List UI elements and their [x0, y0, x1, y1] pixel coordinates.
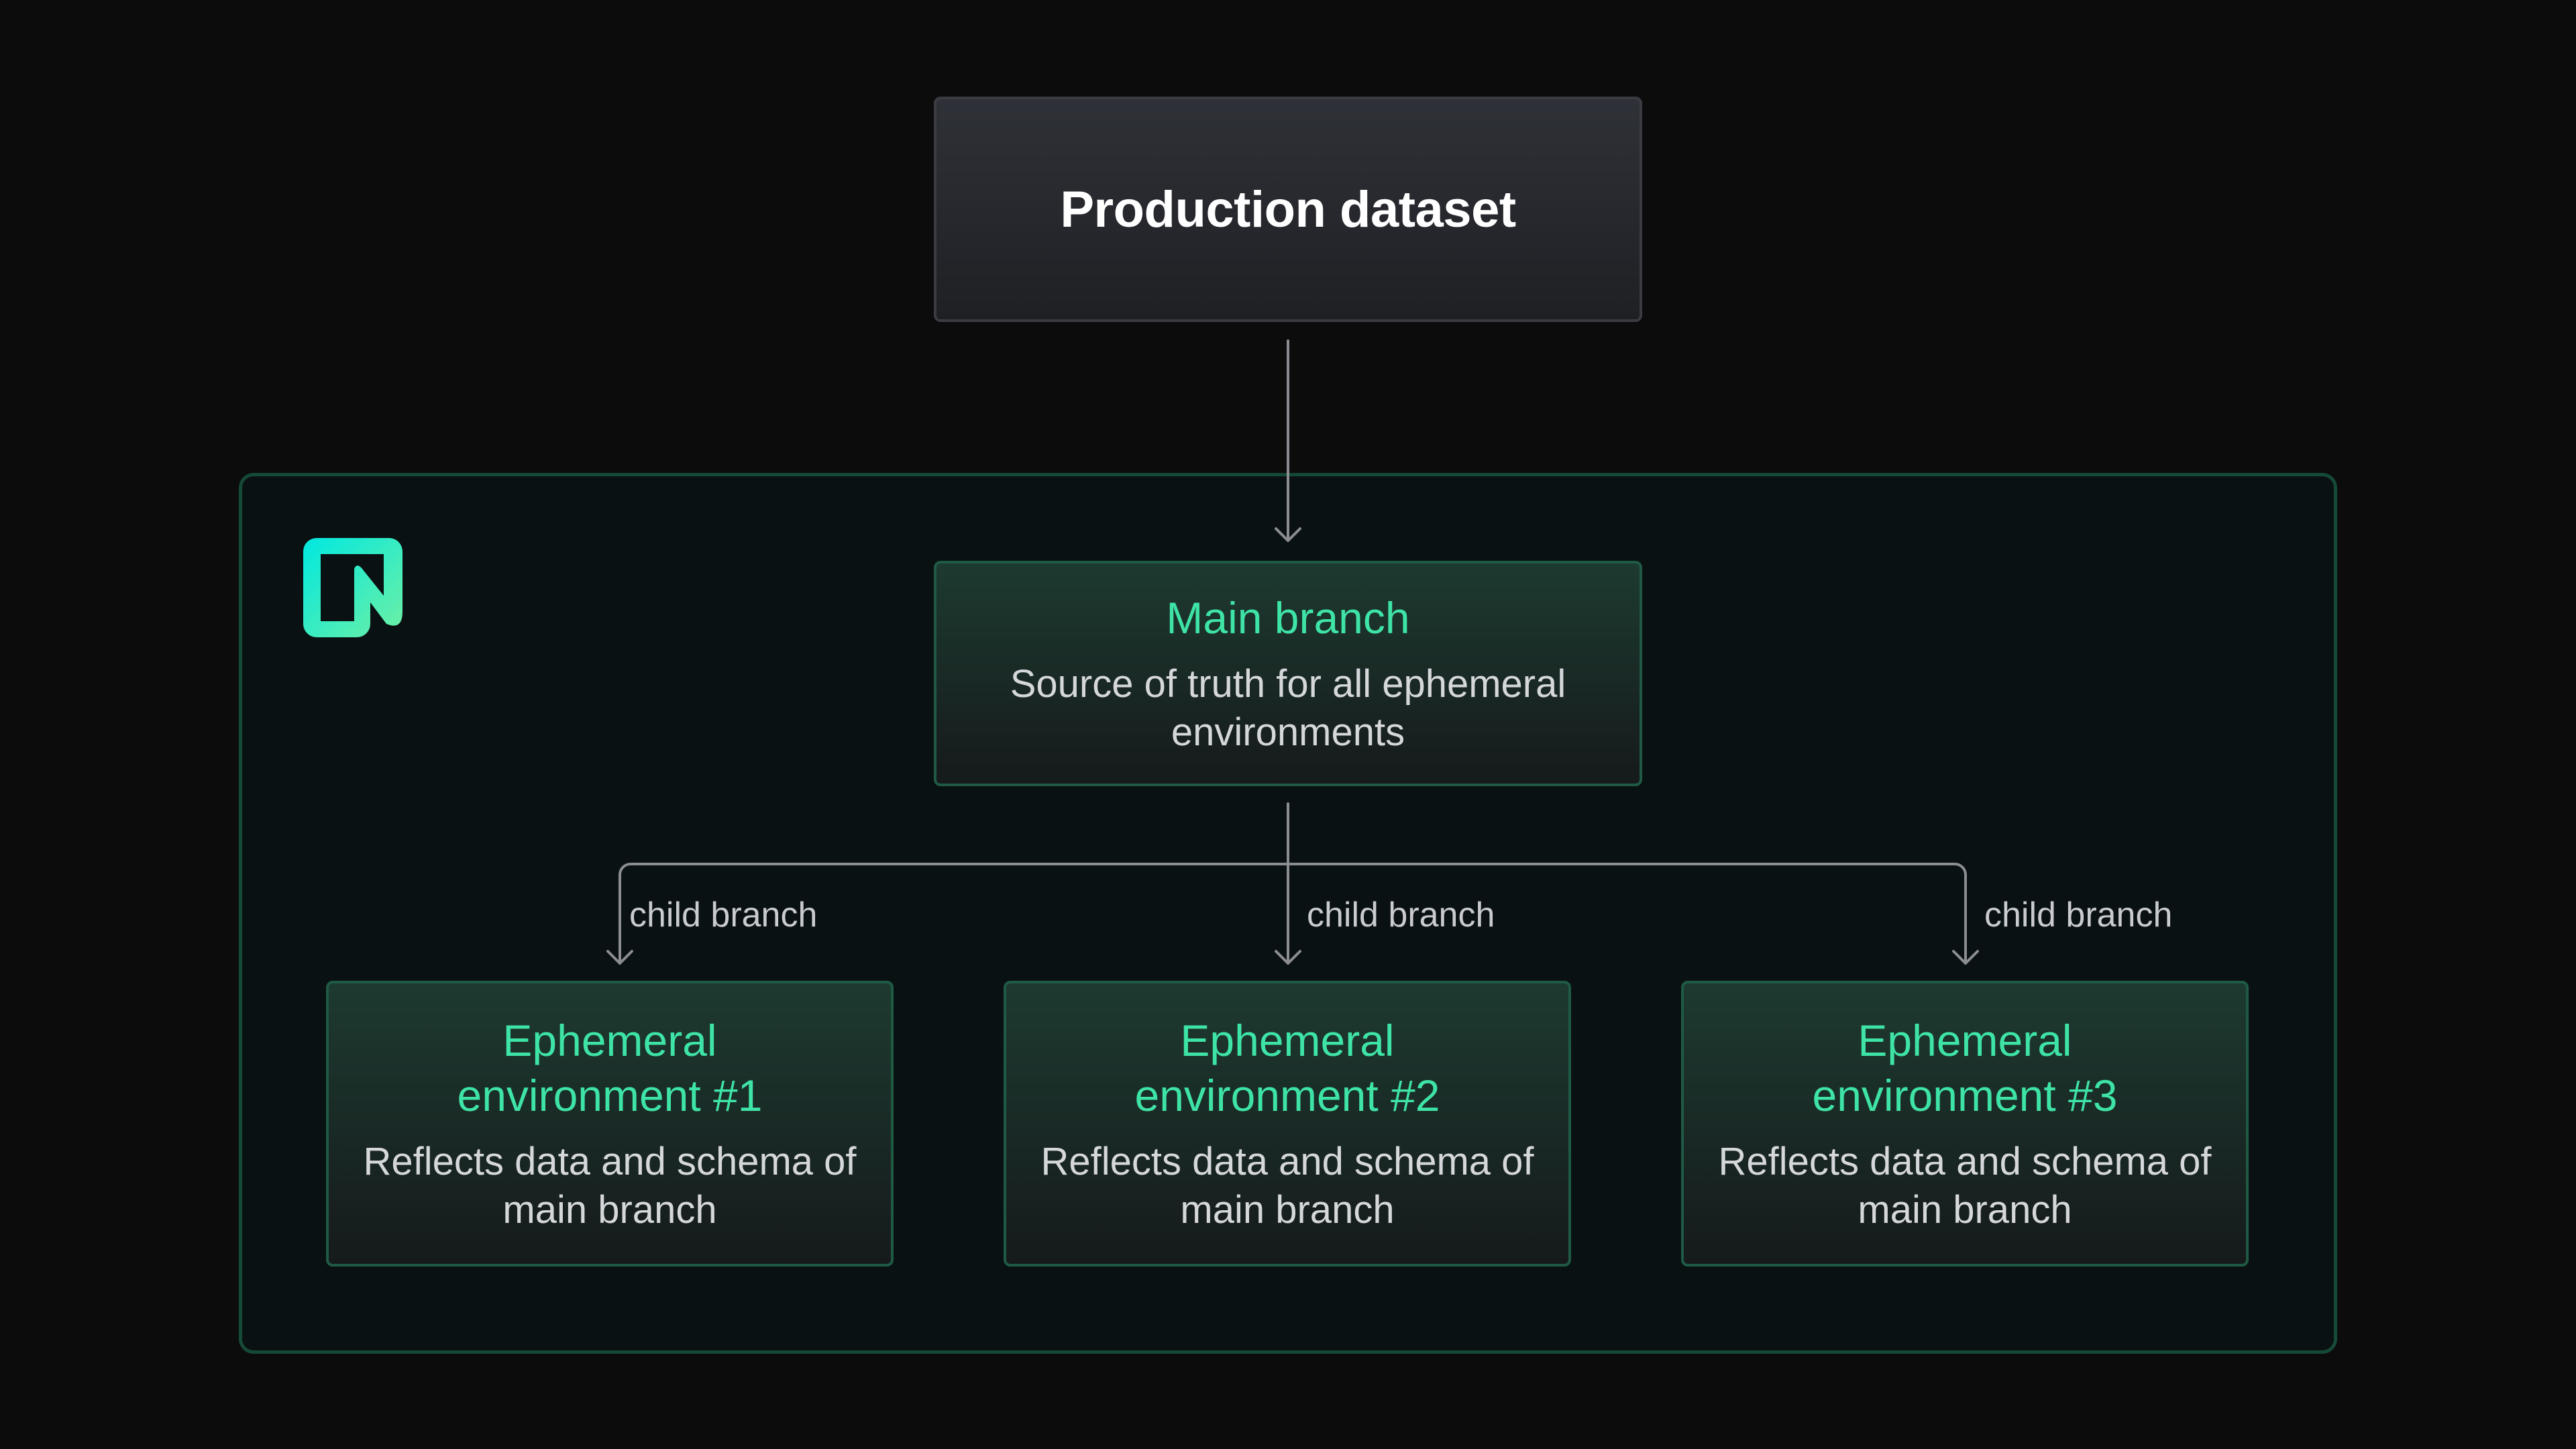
ephemeral-environment-node-1: Ephemeral environment #1 Reflects data a…	[326, 981, 894, 1267]
child-branch-label-3: child branch	[1984, 896, 2173, 934]
ephemeral-environment-title: Ephemeral environment #3	[1812, 1016, 2118, 1120]
ephemeral-environment-title: Ephemeral environment #1	[457, 1016, 763, 1120]
main-branch-description: Source of truth for all ephemeral enviro…	[1010, 662, 1566, 754]
ephemeral-environment-node-3: Ephemeral environment #3 Reflects data a…	[1681, 981, 2249, 1267]
main-branch-node: Main branch Source of truth for all ephe…	[934, 561, 1642, 786]
ephemeral-environment-description: Reflects data and schema of main branch	[363, 1140, 857, 1232]
ephemeral-environment-title: Ephemeral environment #2	[1134, 1016, 1440, 1120]
child-branch-label-2: child branch	[1307, 896, 1495, 934]
main-branch-title: Main branch	[1166, 593, 1410, 643]
child-branch-label-1: child branch	[629, 896, 818, 934]
neon-logo-icon	[303, 538, 402, 637]
ephemeral-environment-node-2: Ephemeral environment #2 Reflects data a…	[1004, 981, 1571, 1267]
ephemeral-environment-description: Reflects data and schema of main branch	[1718, 1140, 2212, 1232]
ephemeral-environment-description: Reflects data and schema of main branch	[1040, 1140, 1534, 1232]
production-dataset-node: Production dataset	[934, 97, 1642, 322]
production-dataset-title: Production dataset	[1060, 180, 1516, 238]
